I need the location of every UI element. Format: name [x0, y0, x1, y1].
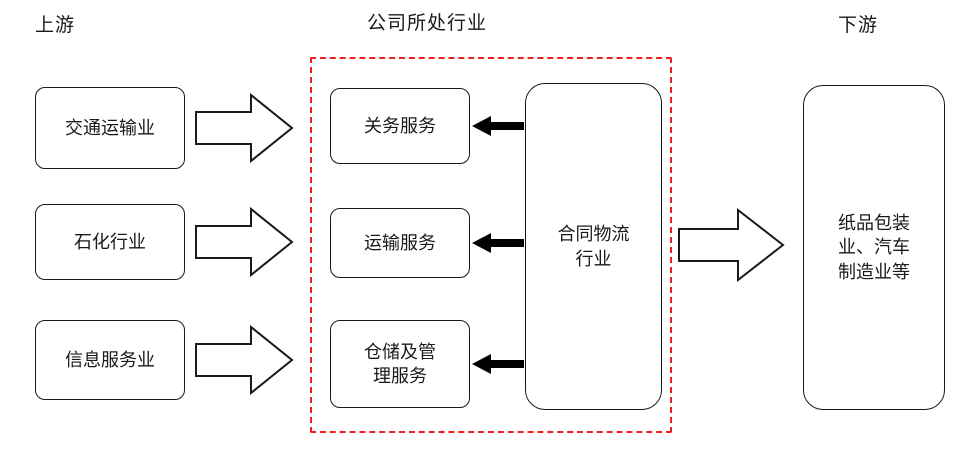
upstream-box-petrochemical: 石化行业 [35, 204, 185, 280]
service-box-customs: 关务服务 [330, 88, 470, 164]
arrow-left-icon [472, 352, 524, 376]
flow-arrow-right-icon [678, 207, 786, 283]
flow-arrow-right-icon [195, 206, 295, 278]
flow-arrow-right-icon [195, 92, 295, 164]
contract-logistics-box: 合同物流 行业 [525, 83, 662, 410]
upstream-box-information-services: 信息服务业 [35, 320, 185, 400]
company-industry-header: 公司所处行业 [366, 13, 487, 34]
upstream-header: 上游 [34, 15, 75, 36]
service-box-warehousing-management: 仓储及管 理服务 [330, 320, 470, 408]
arrow-left-icon [472, 114, 524, 138]
downstream-header: 下游 [837, 15, 878, 36]
company-industry-dashed-region [310, 57, 672, 433]
service-box-transport: 运输服务 [330, 208, 470, 278]
downstream-box-paper-packaging-auto: 纸品包装 业、汽车 制造业等 [803, 85, 945, 410]
upstream-box-transportation: 交通运输业 [35, 87, 185, 169]
arrow-left-icon [472, 231, 524, 255]
flow-arrow-right-icon [195, 324, 295, 396]
